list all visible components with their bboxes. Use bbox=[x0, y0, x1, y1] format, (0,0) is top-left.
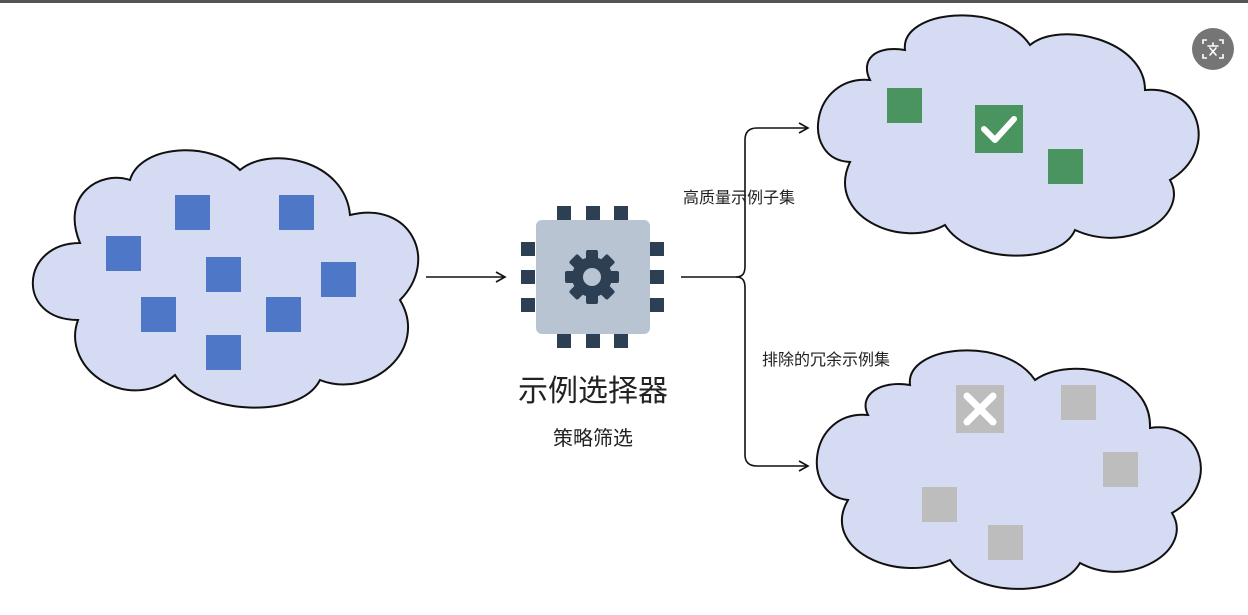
input-item bbox=[206, 335, 241, 370]
x-icon bbox=[956, 385, 1004, 433]
excluded-cloud bbox=[815, 349, 1202, 590]
selected-item bbox=[1048, 149, 1083, 184]
translate-button[interactable] bbox=[1192, 28, 1234, 70]
input-item bbox=[175, 195, 210, 230]
selector-subtitle: 策略筛选 bbox=[553, 426, 633, 450]
excluded-cloud-shape bbox=[815, 349, 1202, 590]
top-edge-strip bbox=[0, 0, 1248, 3]
selected-item bbox=[887, 88, 922, 123]
translate-icon bbox=[1202, 39, 1224, 59]
input-item bbox=[206, 257, 241, 292]
excluded-item bbox=[988, 525, 1023, 560]
input-cloud bbox=[31, 149, 420, 409]
input-item bbox=[141, 297, 176, 332]
selected-set-label: 高质量示例子集 bbox=[683, 188, 796, 207]
check-icon bbox=[975, 105, 1023, 153]
input-item bbox=[321, 262, 356, 297]
input-item bbox=[106, 236, 141, 271]
input-item bbox=[279, 195, 314, 230]
excluded-item bbox=[922, 487, 957, 522]
processor-gear-icon bbox=[521, 206, 664, 348]
branch-connector bbox=[681, 122, 810, 472]
input-item bbox=[266, 297, 301, 332]
selected-cloud bbox=[816, 14, 1200, 257]
excluded-item bbox=[1103, 452, 1138, 487]
selector-title: 示例选择器 bbox=[518, 374, 668, 409]
excluded-item bbox=[1061, 385, 1096, 420]
excluded-set-label: 排除的冗余示例集 bbox=[762, 350, 891, 369]
